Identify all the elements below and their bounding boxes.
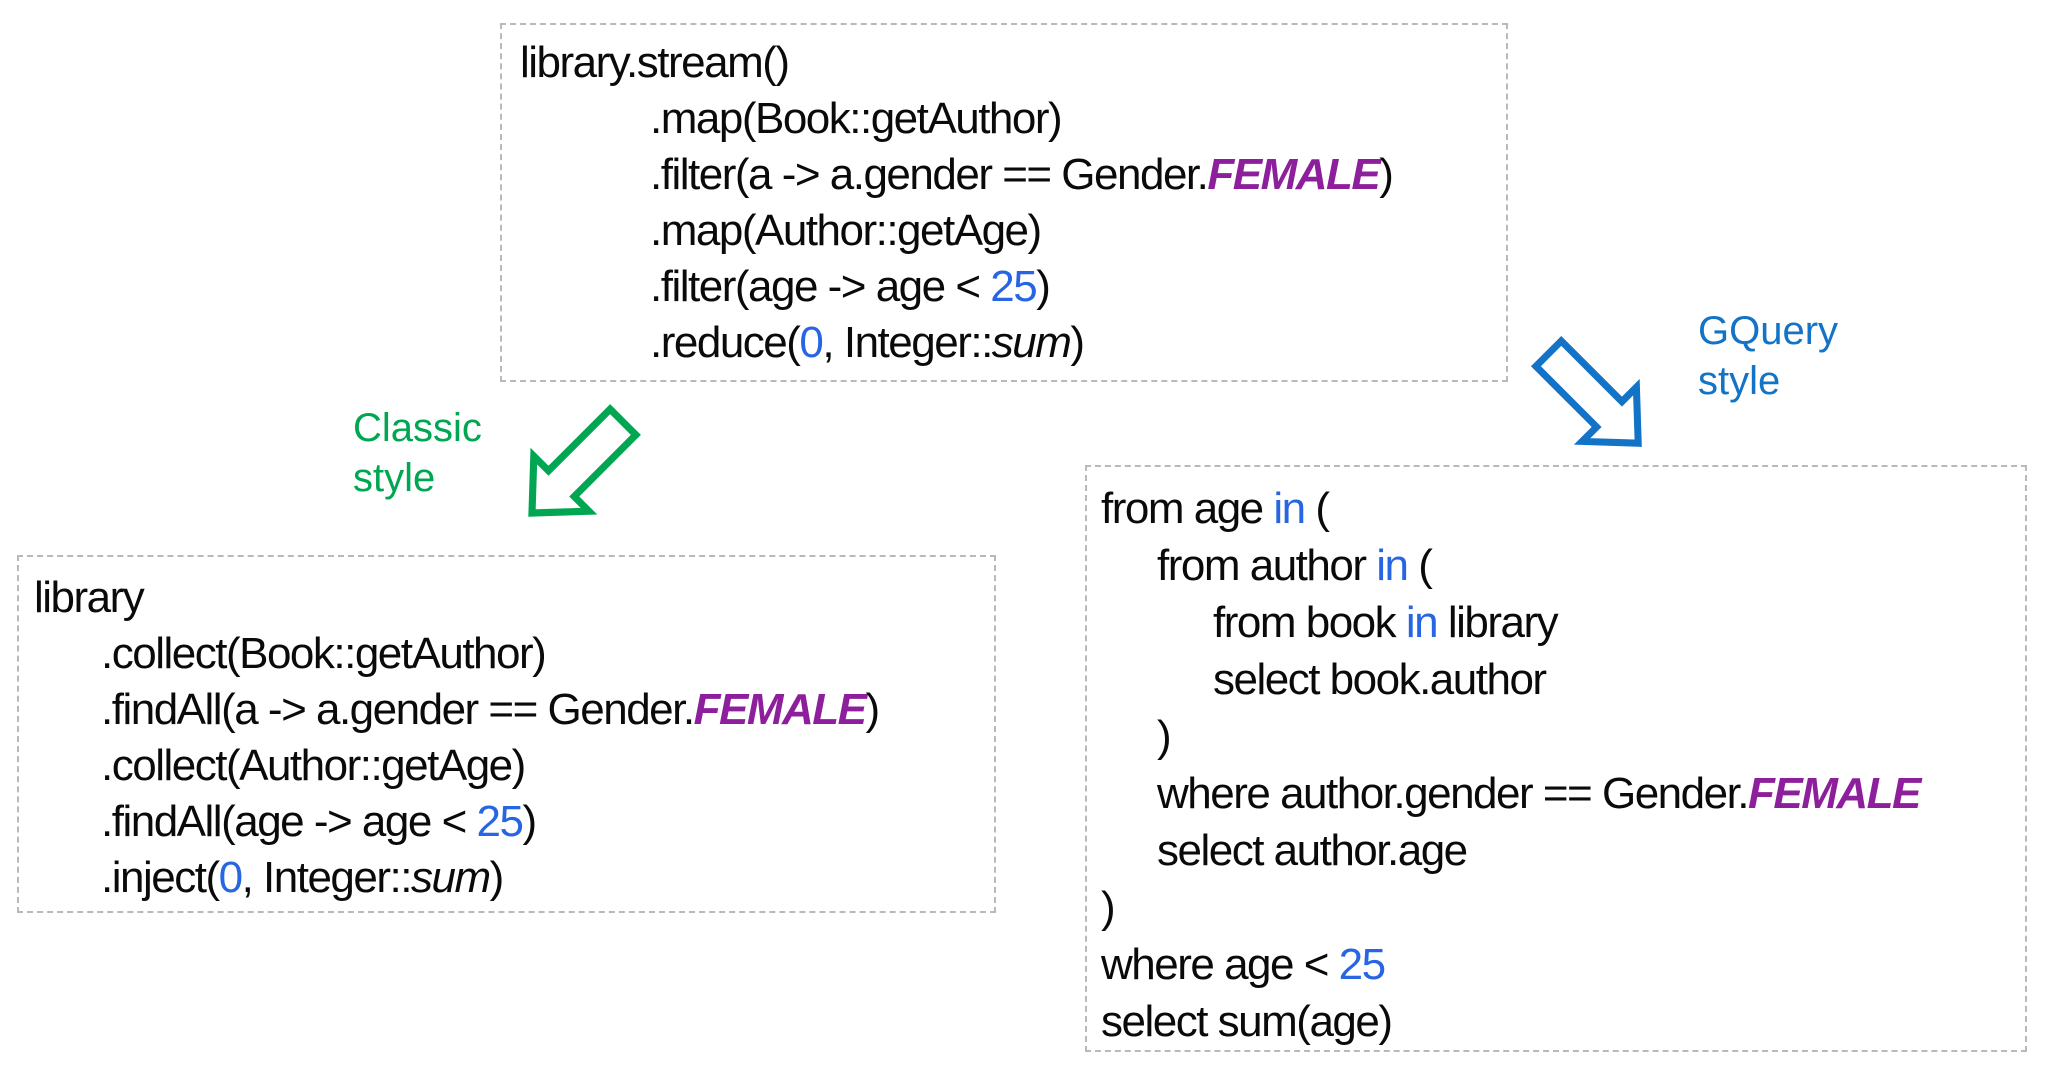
code-line: ) — [1101, 879, 2025, 936]
code-segment: ( — [1304, 484, 1330, 533]
code-segment: select author.age — [1157, 826, 1468, 875]
code-segment: .filter(age -> age < — [650, 262, 991, 311]
code-segment: ( — [1407, 541, 1433, 590]
code-line: .reduce(0, Integer::sum) — [520, 315, 1506, 371]
code-segment: .collect(Author::getAge) — [101, 741, 526, 790]
gquery-style-arrow-icon — [1530, 335, 1642, 447]
code-segment: library — [1437, 598, 1559, 647]
gquery-style-code-box: from age in (from author in (from book i… — [1085, 465, 2027, 1052]
stream-style-code-box: library.stream().map(Book::getAuthor).fi… — [500, 23, 1508, 382]
code-line: from age in ( — [1101, 480, 2025, 537]
code-segment-blue: 25 — [990, 262, 1037, 311]
code-segment: .map(Book::getAuthor) — [650, 94, 1063, 143]
classic-style-arrow-icon — [528, 404, 641, 517]
code-line: .map(Book::getAuthor) — [520, 91, 1506, 147]
code-segment: .reduce( — [650, 318, 801, 367]
code-segment: from age — [1101, 484, 1274, 533]
code-segment: select sum(age) — [1101, 997, 1393, 1046]
code-segment: .findAll(a -> a.gender == Gender. — [101, 685, 695, 734]
code-segment: from book — [1213, 598, 1406, 647]
code-segment: , Integer:: — [822, 318, 993, 367]
classic-style-label: Classic style — [353, 403, 482, 503]
code-segment-blue: 0 — [218, 853, 243, 902]
classic-style-code-box: library.collect(Book::getAuthor).findAll… — [17, 555, 996, 913]
code-line: .inject(0, Integer::sum) — [34, 850, 994, 906]
code-segment-blue: 25 — [476, 797, 523, 846]
classic-style-label-line2: style — [353, 456, 436, 500]
code-segment: ) — [1070, 318, 1085, 367]
code-segment-blue: in — [1376, 541, 1409, 590]
code-line: from book in library — [1101, 594, 2025, 651]
code-line: select author.age — [1101, 822, 2025, 879]
code-segment: .inject( — [101, 853, 220, 902]
code-segment: .collect(Book::getAuthor) — [101, 629, 547, 678]
code-line: select sum(age) — [1101, 993, 2025, 1050]
code-line: from author in ( — [1101, 537, 2025, 594]
code-segment-purple: FEMALE — [693, 685, 867, 734]
code-line: library — [34, 570, 994, 626]
code-segment: select book.author — [1213, 655, 1547, 704]
code-segment-blue: in — [1273, 484, 1306, 533]
code-segment: ) — [489, 853, 505, 902]
code-segment-blue: 0 — [799, 318, 823, 367]
code-line: library.stream() — [520, 35, 1506, 91]
code-segment: where author.gender == Gender. — [1157, 769, 1750, 818]
code-segment: .filter(a -> a.gender == Gender. — [650, 150, 1209, 199]
gquery-style-label-line1: GQuery — [1698, 309, 1839, 353]
code-segment-italic: sum — [991, 318, 1072, 367]
code-segment: ) — [1036, 262, 1051, 311]
code-segment: ) — [1101, 883, 1116, 932]
gquery-style-label-line2: style — [1698, 359, 1781, 403]
code-line: .filter(age -> age < 25) — [520, 259, 1506, 315]
code-line: select book.author — [1101, 651, 2025, 708]
code-segment: , Integer:: — [241, 853, 413, 902]
code-segment: ) — [1157, 712, 1172, 761]
classic-style-label-line1: Classic — [353, 406, 482, 450]
code-segment: library — [34, 573, 145, 622]
code-line: ) — [1101, 708, 2025, 765]
code-line: where age < 25 — [1101, 936, 2025, 993]
code-segment: .map(Author::getAge) — [650, 206, 1042, 255]
code-line: .findAll(a -> a.gender == Gender.FEMALE) — [34, 682, 994, 738]
gquery-style-label: GQuery style — [1698, 306, 1838, 406]
code-segment: ) — [1379, 150, 1394, 199]
code-segment-purple: FEMALE — [1207, 150, 1380, 199]
code-line: .collect(Author::getAge) — [34, 738, 994, 794]
code-segment: where age < — [1101, 940, 1339, 989]
code-segment: ) — [522, 797, 537, 846]
code-line: .map(Author::getAge) — [520, 203, 1506, 259]
code-line: where author.gender == Gender.FEMALE — [1101, 765, 2025, 822]
code-line: .filter(a -> a.gender == Gender.FEMALE) — [520, 147, 1506, 203]
code-segment: library.stream() — [520, 38, 790, 87]
code-segment-blue: in — [1405, 598, 1439, 647]
code-segment-purple: FEMALE — [1748, 769, 1921, 818]
code-segment: ) — [865, 685, 880, 734]
code-segment-blue: 25 — [1338, 940, 1386, 989]
code-segment: .findAll(age -> age < — [101, 797, 477, 846]
code-segment-italic: sum — [410, 853, 491, 902]
code-line: .findAll(age -> age < 25) — [34, 794, 994, 850]
code-line: .collect(Book::getAuthor) — [34, 626, 994, 682]
code-segment: from author — [1157, 541, 1377, 590]
